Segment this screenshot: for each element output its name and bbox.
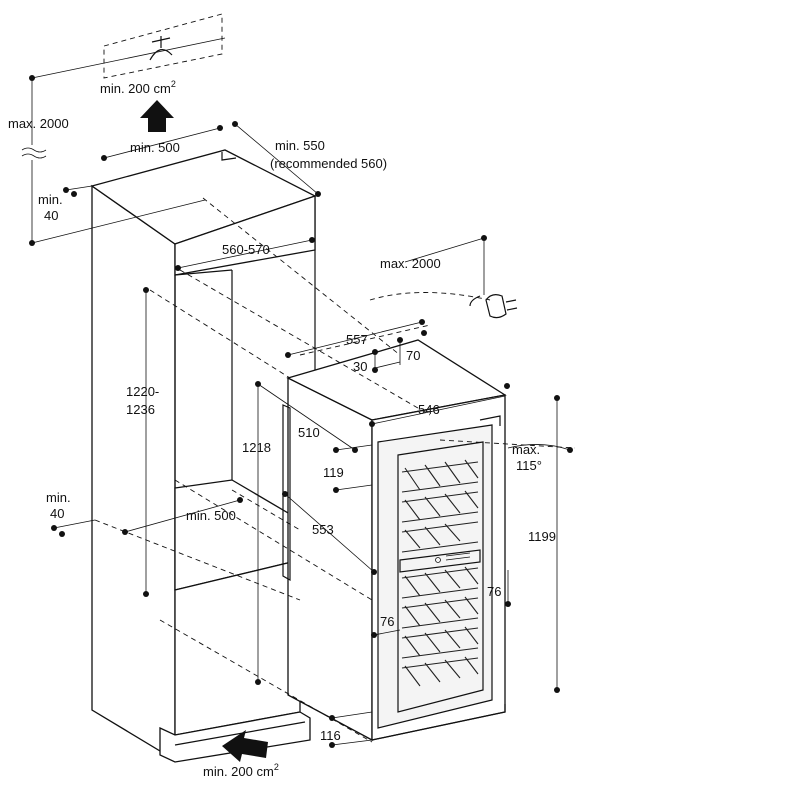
control-display [445, 552, 471, 561]
cabinet-plinth [159, 711, 311, 763]
height-1220-label-a: 1220- [126, 384, 159, 399]
power-plug-icon [469, 294, 518, 319]
max-2000-left-label: max. 2000 [8, 116, 69, 131]
min-500-bottom-label: min. 500 [186, 508, 236, 523]
appliance-base [371, 704, 506, 741]
vent-arrow-up-icon [140, 100, 174, 132]
top-hinge [479, 415, 501, 426]
appliance [282, 339, 507, 742]
height-1220-label-b: 1236 [126, 402, 155, 417]
appliance-door [377, 424, 493, 729]
wine-shelves [401, 459, 479, 687]
dim-30-label: 30 [353, 359, 367, 374]
dim-76-right-label: 76 [487, 584, 501, 599]
width-546-label: 546 [418, 402, 440, 417]
control-button-icon [435, 557, 441, 563]
door-glass [397, 441, 484, 713]
max-115-label-b: 115° [516, 458, 542, 473]
min-40-bottom-label-b: 40 [50, 506, 64, 521]
max-2000-cable-label: max. 2000 [380, 256, 441, 271]
height-1218-label: 1218 [242, 440, 271, 455]
height-1199-label: 1199 [528, 529, 556, 544]
door-swing-line [439, 439, 576, 449]
installation-guides [94, 197, 576, 743]
dim-70-label: 70 [406, 348, 420, 363]
dim-116-label: 116 [320, 728, 341, 743]
vent-arrow-in-icon [222, 730, 268, 762]
guide-line-1 [202, 197, 401, 356]
control-panel [399, 549, 481, 573]
side-hinge-strip [282, 404, 291, 582]
vent-bottom-label: min. 200 cm2 [203, 762, 279, 779]
depth-553-label: 553 [312, 522, 334, 537]
cabinet-lower-front [174, 559, 301, 736]
electrical-outlet-icon [103, 13, 223, 79]
top-bracket [221, 152, 237, 161]
cabinet-upper-front [174, 195, 316, 276]
vent-top-label: min. 200 cm2 [100, 79, 176, 96]
width-560-570-label: 560-570 [222, 242, 270, 257]
opening-top-inner [174, 269, 233, 276]
min-550-label: min. 550 [275, 138, 325, 153]
dim-119-label: 119 [323, 465, 344, 480]
text-labels: min. 200 cm2 max. 2000 min. 500 min. 550… [8, 79, 556, 779]
depth-510-label: 510 [298, 425, 320, 440]
min-500-top-label: min. 500 [130, 140, 180, 155]
plinth-line [174, 721, 306, 746]
recommended-560-label: (recommended 560) [270, 156, 387, 171]
min-40-bottom-label-a: min. [46, 490, 71, 505]
min-40-top-label-b: 40 [44, 208, 58, 223]
min-40-top-label-a: min. [38, 192, 63, 207]
cable-route-line [369, 292, 491, 301]
cabinet [90, 149, 317, 763]
ceiling-line [31, 37, 226, 79]
depth-557-label: 557 [346, 332, 368, 347]
max-115-label-a: max. [512, 442, 540, 457]
dimension-lines [21, 37, 573, 748]
cabinet-side-panel [91, 184, 176, 762]
dim-76-left-label: 76 [380, 614, 394, 629]
